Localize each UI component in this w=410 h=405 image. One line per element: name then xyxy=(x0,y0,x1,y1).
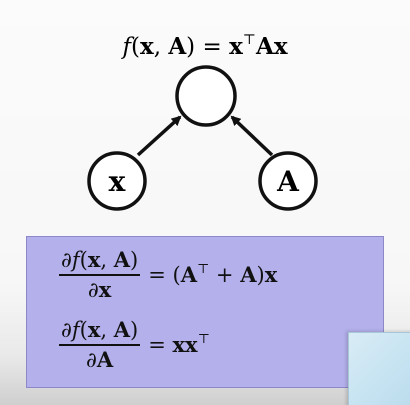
rhs-A2: A xyxy=(240,262,257,287)
fraction-bar xyxy=(59,274,141,276)
gradient-x-fraction: ∂f(x, A) ∂x xyxy=(59,247,141,302)
num-f: f xyxy=(71,248,80,272)
num-A: A xyxy=(113,317,131,342)
formula-transpose: ⊤ xyxy=(243,32,256,48)
gradient-A-rhs: = xx⊤ xyxy=(148,332,210,357)
gradient-A-fraction: ∂f(x, A) ∂A xyxy=(59,317,141,372)
formula-rA: A xyxy=(255,33,275,60)
formula-f: f xyxy=(120,34,134,60)
input-node-x-label: x xyxy=(109,165,126,198)
formula-comma: , xyxy=(154,34,169,60)
gradient-x-denominator: ∂x xyxy=(88,276,111,302)
num-close: ) xyxy=(130,248,139,272)
arrow-A-to-output xyxy=(230,115,274,157)
rhs-transpose: ⊤ xyxy=(197,332,210,347)
partial-symbol: ∂ xyxy=(61,318,72,342)
gradient-A-numerator: ∂f(x, A) xyxy=(59,317,140,344)
input-node-x xyxy=(87,151,147,211)
num-x: x xyxy=(87,247,101,272)
gradient-x-rhs: = (A⊤ + A)x xyxy=(148,262,277,287)
rhs-plus: + xyxy=(209,263,241,287)
num-open: ( xyxy=(79,248,88,272)
rhs-xx: xx xyxy=(172,332,198,357)
arrow-x-to-output xyxy=(136,115,182,157)
formula-x: x xyxy=(140,33,154,60)
fraction-bar xyxy=(59,344,141,346)
num-comma: , xyxy=(100,318,114,342)
rhs-close: ) xyxy=(256,263,265,287)
formula-open: ( xyxy=(131,34,140,60)
den-var: x xyxy=(98,277,112,302)
corner-note-overlay xyxy=(348,332,410,405)
gradient-eq-x: ∂f(x, A) ∂x = (A⊤ + A)x xyxy=(59,247,277,302)
partial-symbol: ∂ xyxy=(86,348,97,372)
formula-A: A xyxy=(167,33,187,60)
num-comma: , xyxy=(100,248,114,272)
gradient-eq-A: ∂f(x, A) ∂A = xx⊤ xyxy=(59,317,210,372)
formula-rx: x xyxy=(229,33,243,60)
num-f: f xyxy=(71,318,80,342)
rhs-A: A xyxy=(180,262,197,287)
formula-eq: = xyxy=(195,34,229,60)
num-open: ( xyxy=(79,318,88,342)
output-node xyxy=(175,65,237,127)
num-x: x xyxy=(87,317,101,342)
num-A: A xyxy=(113,247,131,272)
den-var: A xyxy=(96,347,114,372)
gradient-x-numerator: ∂f(x, A) xyxy=(59,247,140,274)
function-formula: f(x, A) = x⊤Ax xyxy=(120,32,287,60)
computation-graph: f(x, A) = x⊤Ax x A xyxy=(87,32,318,211)
partial-symbol: ∂ xyxy=(87,278,99,302)
num-close: ) xyxy=(130,318,139,342)
gradient-A-denominator: ∂A xyxy=(86,346,113,372)
gradient-box: ∂f(x, A) ∂x = (A⊤ + A)x ∂f(x, A) ∂A = xx… xyxy=(26,236,384,388)
rhs-transpose: ⊤ xyxy=(197,262,210,277)
partial-symbol: ∂ xyxy=(61,248,72,272)
input-node-A xyxy=(258,151,318,211)
rhs-eq: = ( xyxy=(148,263,181,287)
rhs-eq: = xyxy=(148,333,173,357)
input-node-A-label: A xyxy=(276,165,300,198)
rhs-x: x xyxy=(264,262,278,287)
formula-close: ) xyxy=(186,34,195,60)
formula-rx2: x xyxy=(274,33,288,60)
